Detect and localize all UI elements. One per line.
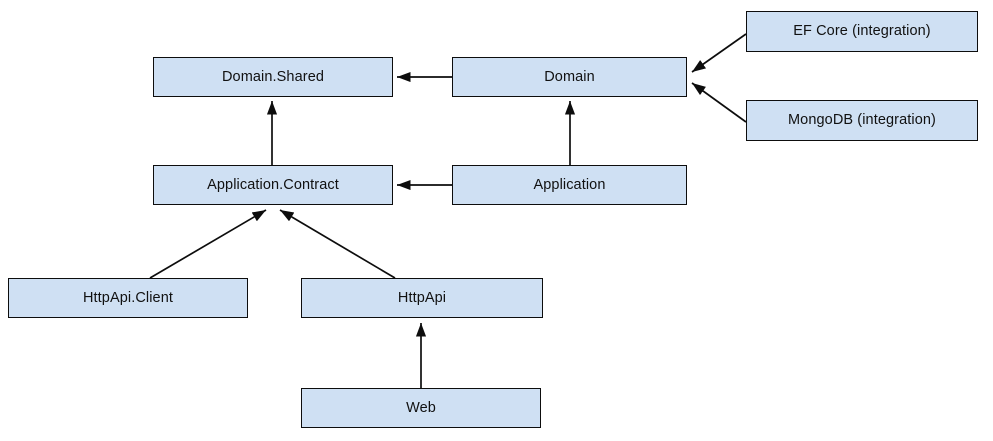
node-application[interactable]: Application: [452, 165, 687, 205]
node-application-label: Application: [533, 176, 606, 193]
node-ef-core-label: EF Core (integration): [793, 23, 931, 40]
node-httpapi[interactable]: HttpApi: [301, 278, 543, 318]
node-domain-shared-label: Domain.Shared: [221, 68, 325, 85]
node-domain-label: Domain: [544, 68, 595, 85]
node-domain-shared[interactable]: Domain.Shared: [153, 57, 393, 97]
edge-httpapi-to-app-contract: [279, 209, 396, 279]
node-httpapi-client-label: HttpApi.Client: [82, 289, 174, 306]
node-web[interactable]: Web: [301, 388, 541, 428]
node-application-contract[interactable]: Application.Contract: [153, 165, 393, 205]
node-domain[interactable]: Domain: [452, 57, 687, 97]
node-ef-core[interactable]: EF Core (integration): [746, 11, 978, 52]
node-application-contract-label: Application.Contract: [207, 176, 339, 193]
node-httpapi-client[interactable]: HttpApi.Client: [8, 278, 248, 318]
edge-mongodb-to-domain: [691, 82, 747, 123]
edge-httpapi-client-to-app-contract: [149, 209, 267, 279]
node-mongodb[interactable]: MongoDB (integration): [746, 100, 978, 141]
edge-ef-core-to-domain: [691, 33, 747, 73]
node-web-label: Web: [406, 399, 436, 416]
node-mongodb-label: MongoDB (integration): [788, 112, 936, 129]
node-httpapi-label: HttpApi: [397, 289, 447, 306]
